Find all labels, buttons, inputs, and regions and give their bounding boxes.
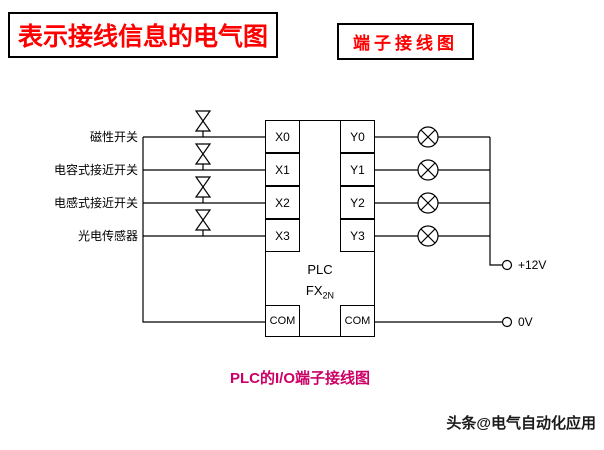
sensor-switch-icon-inductive <box>194 176 212 203</box>
output-terminal-y1: Y1 <box>340 153 375 186</box>
sensor-label-magnetic: 磁性开关 <box>89 130 138 144</box>
terminal-plus12v-icon <box>501 259 513 271</box>
left-common-bus-wire <box>142 137 265 323</box>
plus12v-label: +12V <box>518 258 547 272</box>
lamp-icon-y2 <box>417 192 439 214</box>
page-title: 表示接线信息的电气图 <box>8 12 279 58</box>
lamp-icon-y0 <box>417 126 439 148</box>
input-terminal-x1: X1 <box>265 153 300 186</box>
sensor-switch-icon-magnetic <box>194 110 212 137</box>
diagram-subtitle: 端子接线图 <box>337 23 474 60</box>
terminal-0v-icon <box>501 316 513 328</box>
lamp-icon-y1 <box>417 159 439 181</box>
sensor-label-photoelectric: 光电传感器 <box>77 229 138 243</box>
sensor-switch-icon-photoelectric <box>194 209 212 236</box>
output-terminal-y3: Y3 <box>340 219 375 252</box>
sensor-label-capacitive: 电容式接近开关 <box>53 163 138 177</box>
output-terminal-y2: Y2 <box>340 186 375 219</box>
output-terminal-y0: Y0 <box>340 120 375 153</box>
sensor-switch-icon-capacitive <box>194 143 212 170</box>
plc-name-label: PLC <box>307 262 333 277</box>
zero-volt-label: 0V <box>518 315 533 329</box>
watermark-text: 头条@电气自动化应用 <box>446 415 596 432</box>
input-terminal-x3: X3 <box>265 219 300 252</box>
diagram-caption: PLC的I/O端子接线图 <box>229 370 370 387</box>
sensor-label-inductive: 电感式接近开关 <box>53 196 138 210</box>
lamp-icon-y3 <box>417 225 439 247</box>
input-terminal-x2: X2 <box>265 186 300 219</box>
plc-model-prefix: FX <box>305 283 323 298</box>
com-terminal-right: COM <box>340 305 375 337</box>
right-supply-bus-wire <box>489 137 502 266</box>
plc-model-label: FX2N <box>265 283 375 301</box>
plc-model-subscript: 2N <box>322 290 335 301</box>
com-terminal-left: COM <box>265 305 300 337</box>
input-terminal-x0: X0 <box>265 120 300 153</box>
